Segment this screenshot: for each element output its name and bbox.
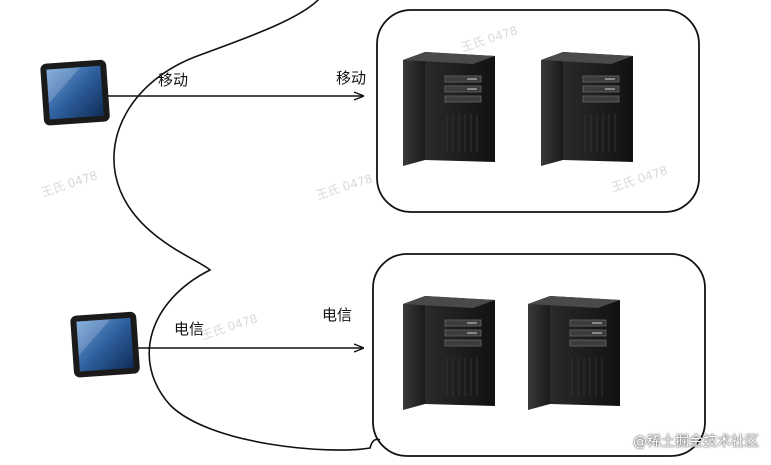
server-icon bbox=[527, 295, 621, 411]
source-credit: @稀土掘金技术社区 bbox=[633, 434, 759, 450]
server-group-box-bottom bbox=[372, 253, 706, 457]
server-icon bbox=[540, 51, 634, 167]
link-label-left-bottom: 电信 bbox=[174, 320, 205, 338]
link-label-right-top: 移动 bbox=[336, 69, 367, 87]
link-label-right-bottom: 电信 bbox=[322, 306, 353, 324]
tablet-icon-top bbox=[40, 59, 111, 126]
tablet-icon-bottom bbox=[70, 311, 141, 378]
server-icon bbox=[402, 295, 496, 411]
cloud-outline bbox=[113, 0, 381, 451]
server-icon bbox=[402, 51, 496, 167]
link-label-left-top: 移动 bbox=[158, 71, 189, 89]
server-group-box-top bbox=[376, 9, 700, 213]
